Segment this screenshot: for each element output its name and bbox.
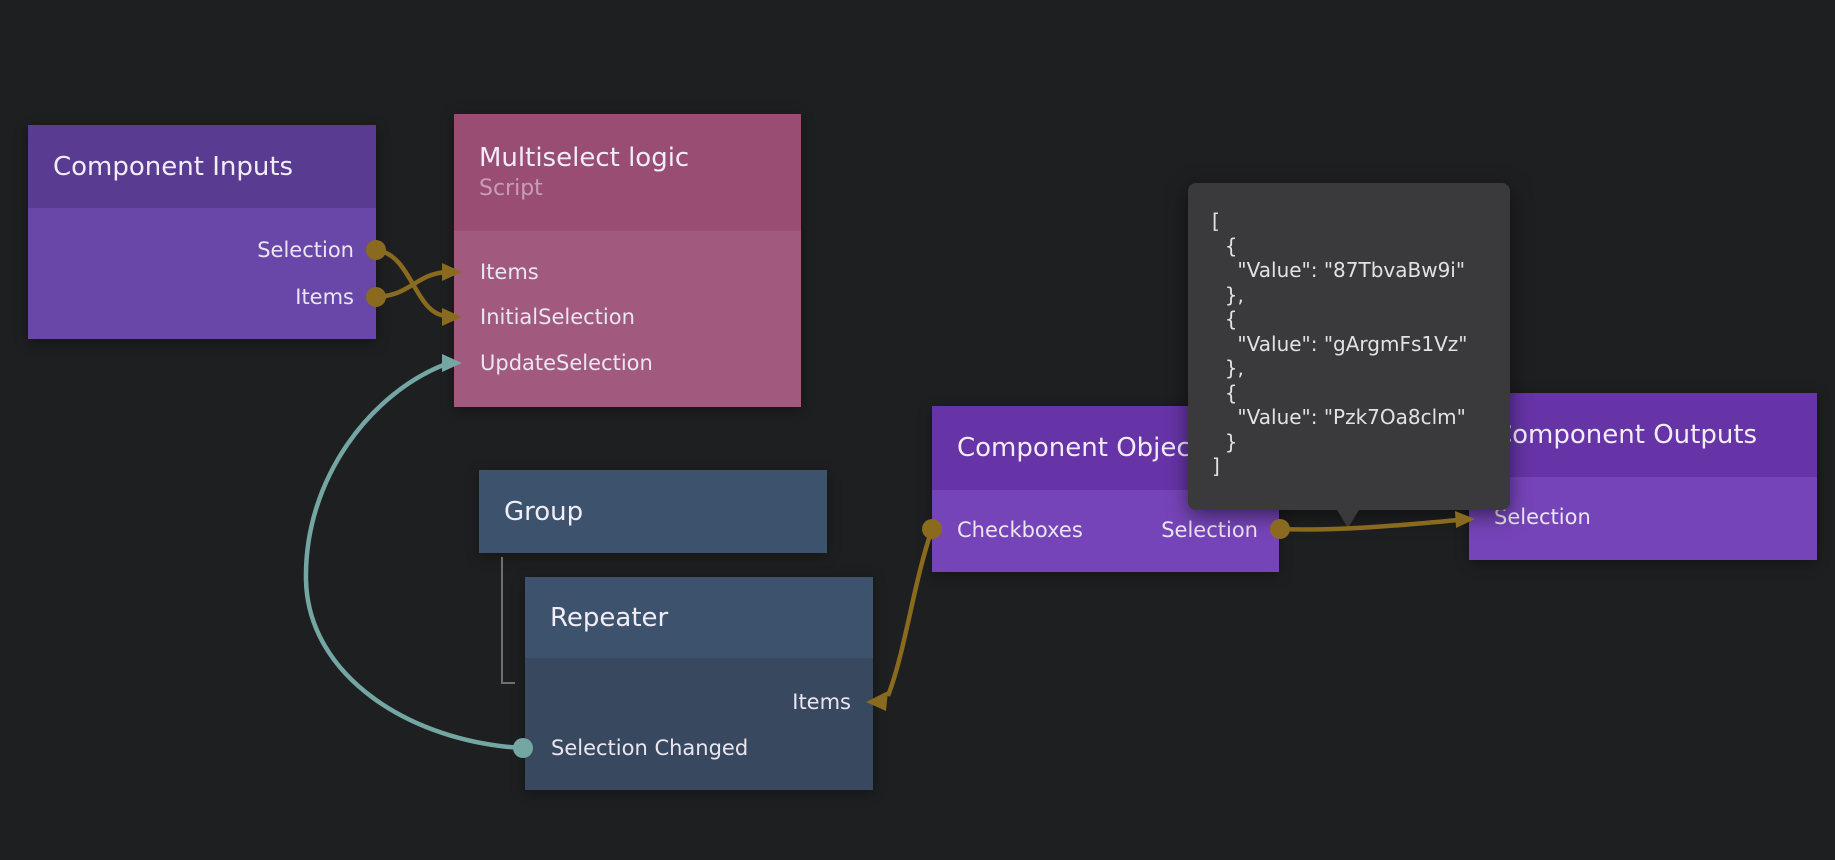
wire-checkboxes-to-items[interactable] <box>885 528 935 697</box>
port-items-output[interactable]: Items <box>295 285 354 309</box>
node-body: Selection Items <box>28 208 376 339</box>
node-header[interactable]: Multiselect logic Script <box>454 114 801 231</box>
port-selection-output[interactable]: Selection <box>1161 518 1258 542</box>
port-selection-output[interactable]: Selection <box>257 238 354 262</box>
node-body: Checkboxes Selection <box>932 490 1279 572</box>
node-component-outputs[interactable]: Component Outputs Selection <box>1469 393 1817 560</box>
value-inspector-tooltip: [ { "Value": "87TbvaBw9i" }, { "Value": … <box>1188 183 1510 528</box>
node-body: Items Selection Changed <box>525 658 873 790</box>
node-subtitle: Script <box>479 175 543 201</box>
tooltip-pointer-icon <box>1337 510 1359 528</box>
wire-selection-to-initialselection[interactable] <box>375 247 447 319</box>
node-repeater[interactable]: Repeater Items Selection Changed <box>525 577 873 790</box>
node-header[interactable]: Group <box>479 470 827 553</box>
port-items-input[interactable]: Items <box>480 260 539 284</box>
hierarchy-connector-line <box>501 557 515 684</box>
node-group[interactable]: Group <box>479 470 827 553</box>
tooltip-json-text: [ { "Value": "87TbvaBw9i" }, { "Value": … <box>1212 209 1468 478</box>
port-selection-changed-output[interactable]: Selection Changed <box>551 736 749 760</box>
port-items-input[interactable]: Items <box>792 690 851 714</box>
node-title: Component Outputs <box>1494 420 1758 450</box>
port-checkboxes[interactable]: Checkboxes <box>957 518 1083 542</box>
port-initialselection-input[interactable]: InitialSelection <box>480 305 635 329</box>
node-title: Component Object <box>957 433 1201 463</box>
node-title: Group <box>504 496 584 527</box>
node-multiselect-logic[interactable]: Multiselect logic Script Items InitialSe… <box>454 114 801 407</box>
node-title: Repeater <box>550 602 669 633</box>
node-header[interactable]: Repeater <box>525 577 873 658</box>
port-updateselection-input[interactable]: UpdateSelection <box>480 351 653 375</box>
wire-selectionchanged-to-updateselection[interactable] <box>303 361 524 751</box>
port-selection-input[interactable]: Selection <box>1494 505 1591 529</box>
node-body: Items InitialSelection UpdateSelection <box>454 231 801 407</box>
node-component-inputs[interactable]: Component Inputs Selection Items <box>28 125 376 339</box>
node-body: Selection <box>1469 477 1817 560</box>
node-title: Component Inputs <box>53 151 294 182</box>
wire-items-to-items[interactable] <box>375 269 447 300</box>
node-header[interactable]: Component Outputs <box>1469 393 1817 477</box>
wire-selection-to-selection[interactable] <box>1279 517 1459 532</box>
node-header[interactable]: Component Inputs <box>28 125 376 208</box>
node-title: Multiselect logic <box>479 142 690 173</box>
